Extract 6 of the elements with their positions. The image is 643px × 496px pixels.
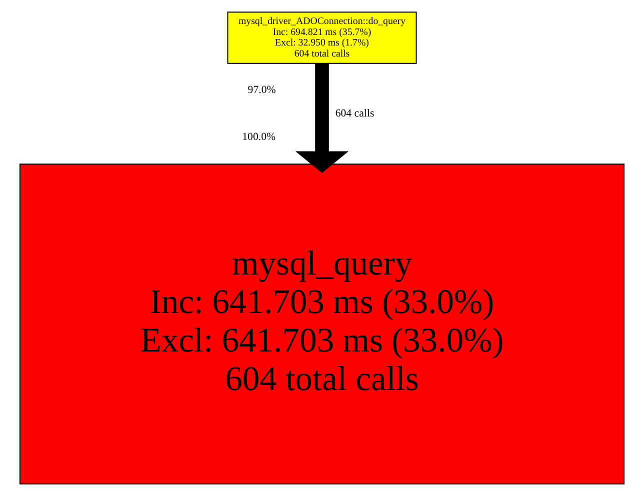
edge-label: 604 calls bbox=[334, 108, 374, 120]
label: 100.0% bbox=[242, 131, 276, 144]
label: 97.0% bbox=[247, 84, 276, 96]
arrow bbox=[294, 63, 348, 173]
node-box: mysql_query Inc: 641.703 ms (33.0%) Excl: 641.703 ms (33.0%) 604 total calls bbox=[18, 164, 624, 484]
node-box: mysql_driver_ADOConnection::do_query Inc: 694.821 ms (35.7%) Excl: 32.950 ms (1.7%) 604 total calls bbox=[226, 12, 416, 64]
